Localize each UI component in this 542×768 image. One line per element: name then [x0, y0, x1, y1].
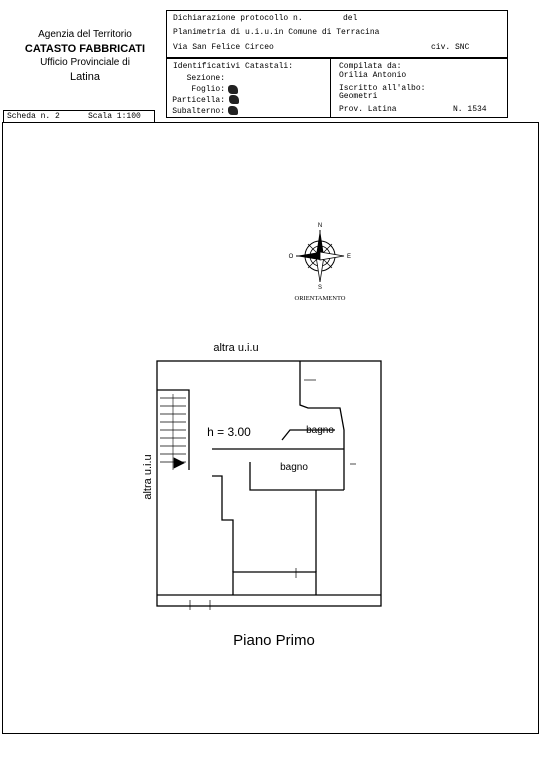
agency-name: Agenzia del Territorio [38, 29, 132, 40]
floor-title: Piano Primo [233, 632, 315, 649]
stair-wall [157, 389, 190, 470]
compilata-label: Compilata da: [339, 62, 402, 71]
outer-boundary [156, 360, 382, 607]
room-bagno-1: bagno [306, 425, 334, 436]
redaction-mark [228, 85, 238, 94]
altra-uiu-left: altra u.i.u [142, 454, 154, 499]
redaction-mark [228, 106, 238, 115]
bagno-south-wall [249, 462, 344, 491]
via-label: Via San Felice Circeo [173, 43, 274, 52]
protocol-box: Dichiarazione protocollo n. del Planimet… [166, 10, 508, 58]
num-label: N. 1534 [453, 105, 487, 114]
agency-header: Agenzia del Territorio CATASTO FABBRICAT… [0, 28, 170, 84]
compass-n: N [318, 223, 322, 229]
redaction-mark [229, 95, 239, 104]
particella-label: Particella: [172, 96, 225, 105]
del-label: del [343, 14, 358, 23]
drawing-frame [2, 122, 539, 734]
compass-north-pointer [316, 230, 324, 256]
compilatore-name: Orilia Antonio [339, 71, 407, 80]
iscritto-label: Iscritto all'albo: [339, 84, 426, 93]
ceiling-height: h = 3.00 [207, 425, 251, 439]
foglio-label: Foglio: [191, 85, 225, 94]
compass-label: ORIENTAMENTO [295, 295, 346, 302]
altra-uiu-top: altra u.i.u [213, 342, 258, 354]
stair-steps [160, 394, 186, 470]
province-name: Latina [70, 71, 100, 83]
compass-rose: N S E O ORIENTAMENTO [289, 223, 351, 302]
compass-o: O [289, 254, 294, 260]
ufficio-label: Ufficio Provinciale di [40, 57, 130, 68]
compass-east-pointer [319, 251, 345, 261]
compass-s: S [318, 285, 322, 291]
room-bagno-2: bagno [280, 462, 308, 473]
identificativi-title: Identificativi Catastali: [173, 62, 294, 71]
planimetria-label: Planimetria di u.i.u.in Comune di Terrac… [173, 28, 380, 37]
compass-west-pointer [296, 252, 320, 260]
scheda-label: Scheda n. 2 [7, 112, 60, 121]
compass-e: E [347, 254, 351, 260]
dichiarazione-label: Dichiarazione protocollo n. [173, 14, 303, 23]
wall-ticks [189, 379, 356, 610]
compilata-box: Compilata da: Orilia Antonio Iscritto al… [330, 58, 508, 118]
albo-value: Geometri [339, 92, 378, 101]
bagno-divider [281, 429, 335, 441]
prov-label: Prov. Latina [339, 105, 397, 114]
identificativi-box: Identificativi Catastali: Sezione: Fogli… [166, 58, 331, 118]
plan-walls [156, 360, 382, 607]
sezione-label: Sezione: [186, 74, 225, 83]
civ-label: civ. SNC [431, 43, 470, 52]
catasto-title: CATASTO FABBRICATI [24, 43, 146, 55]
bagno-east-wall [299, 361, 345, 490]
subalterno-label: Subalterno: [172, 107, 225, 116]
scala-label: Scala 1:100 [88, 112, 141, 121]
south-room-wall [232, 571, 317, 595]
living-west-wall [212, 475, 234, 572]
